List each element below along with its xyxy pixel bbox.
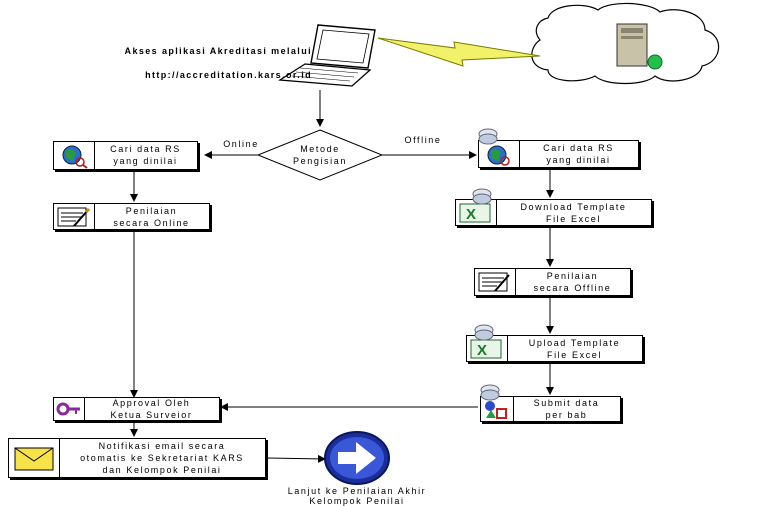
approval-box[interactable]: Approval Oleh Ketua Surveior — [53, 397, 220, 421]
document-pen-icon — [475, 269, 516, 295]
envelope-icon — [9, 439, 60, 477]
key-icon — [54, 398, 85, 420]
online-branch-label: Online — [223, 139, 259, 149]
decision-diamond — [256, 129, 384, 181]
offline-submit-label: Submit data per bab — [533, 398, 600, 420]
offline-branch-label: Offline — [404, 135, 442, 145]
next-arrow-icon — [324, 431, 390, 485]
svg-text:X: X — [466, 206, 476, 223]
offline-upload-box[interactable]: X Upload Template File Excel — [466, 335, 643, 362]
online-penilaian-box[interactable]: Penilaian secara Online — [53, 203, 210, 230]
database-icon — [476, 128, 500, 151]
online-cari-data-box[interactable]: Cari data RS yang dinilai — [53, 141, 198, 170]
decision-label: Metode Pengisian — [293, 144, 347, 166]
excel-icon: X — [456, 200, 497, 225]
laptop-icon — [278, 24, 376, 87]
header-access-text: Akses aplikasi Akreditasi melalui http:/… — [72, 33, 312, 93]
lightning-icon — [377, 37, 541, 67]
document-pen-icon — [54, 204, 95, 229]
offline-penilaian-box[interactable]: Penilaian secara Offline — [474, 268, 631, 296]
offline-download-label: Download Template File Excel — [520, 202, 627, 224]
online-penilaian-label: Penilaian secara Online — [113, 206, 190, 228]
notifikasi-label: Notifikasi email secara otomatis ke Sekr… — [80, 441, 244, 475]
header-line1: Akses aplikasi Akreditasi melalui — [124, 46, 312, 56]
offline-upload-label: Upload Template File Excel — [528, 338, 621, 360]
offline-submit-box[interactable]: Submit data per bab — [480, 396, 621, 422]
online-cari-label: Cari data RS yang dinilai — [110, 144, 181, 166]
globe-search-icon — [54, 142, 95, 169]
offline-penilaian-label: Penilaian secara Offline — [533, 271, 612, 293]
offline-cari-data-box[interactable]: Cari data RS yang dinilai — [478, 140, 639, 168]
svg-text:X: X — [477, 342, 487, 359]
approval-label: Approval Oleh Ketua Surveior — [110, 398, 193, 420]
notifikasi-box[interactable]: Notifikasi email secara otomatis ke Sekr… — [8, 438, 266, 478]
final-label: Lanjut ke Penilaian Akhir Kelompok Penil… — [287, 486, 427, 506]
offline-download-box[interactable]: X Download Template File Excel — [455, 199, 652, 226]
offline-cari-label: Cari data RS yang dinilai — [543, 143, 614, 165]
globe-search-icon — [479, 141, 520, 167]
server-cloud-icon — [531, 2, 720, 85]
database-icon — [472, 324, 496, 347]
submit-shapes-icon — [481, 397, 514, 421]
database-icon — [470, 188, 494, 211]
header-url: http://accreditation.kars.or.id — [145, 70, 312, 80]
database-icon — [478, 384, 502, 407]
